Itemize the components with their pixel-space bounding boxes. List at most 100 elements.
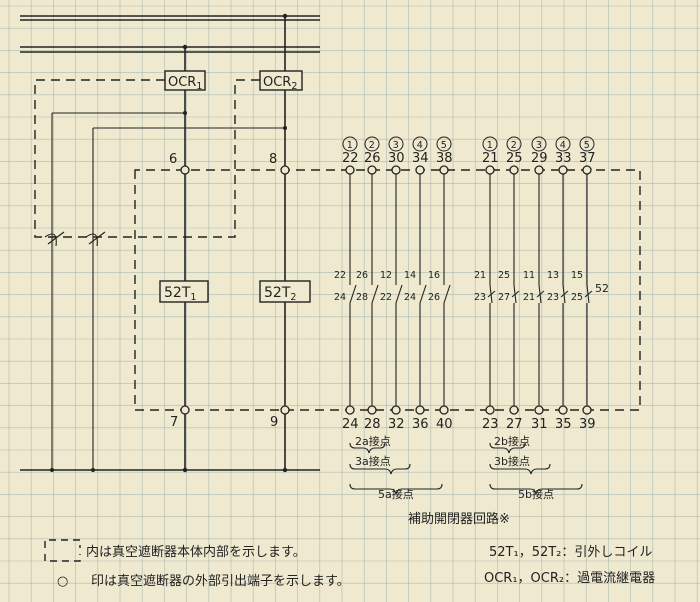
a-contact-top-terminal bbox=[415, 165, 425, 175]
b-contact-circle-2 bbox=[506, 136, 522, 152]
trip-coil-1-box: 52T1 bbox=[159, 280, 209, 303]
brace-2b-label: 2b接点 bbox=[494, 435, 530, 448]
b-contact-bottom-terminal bbox=[534, 405, 544, 415]
a-contact-top-terminal bbox=[367, 165, 377, 175]
a-contact-circle-number: 3 bbox=[393, 140, 399, 151]
svg-text:52T1: 52T1 bbox=[164, 285, 196, 303]
main-terminals: 6 8 7 9 bbox=[169, 152, 290, 430]
a-contact-lower-contact-label: 24 bbox=[334, 292, 346, 303]
b-contact-bottom-terminal bbox=[509, 405, 519, 415]
a-contact-bottom-terminal-label: 28 bbox=[364, 417, 381, 432]
b-contact-bottom-terminal-label: 27 bbox=[506, 417, 523, 432]
a-contact-contact bbox=[349, 284, 357, 304]
brace-3b-label: 3b接点 bbox=[494, 455, 530, 468]
b-contact-upper-contact-label: 25 bbox=[498, 270, 510, 281]
b-contact-circle-number: 4 bbox=[560, 140, 566, 151]
a-contact-bottom-terminal bbox=[345, 405, 355, 415]
b-contact-upper-contact-label: 11 bbox=[523, 270, 535, 281]
a-contact-contact bbox=[371, 284, 379, 304]
b-contact-lower-contact-label: 23 bbox=[474, 292, 486, 303]
b-contact-bottom-terminal-label: 39 bbox=[579, 417, 596, 432]
b-contact-top-terminal-label: 33 bbox=[555, 151, 572, 166]
b-contact-bottom-terminal bbox=[558, 405, 568, 415]
a-contact-top-terminal-label: 22 bbox=[342, 151, 359, 166]
b-contact-bottom-terminal bbox=[582, 405, 592, 415]
a-contact-circle-number: 1 bbox=[347, 140, 353, 151]
b-contact-upper-contact-label: 13 bbox=[547, 270, 559, 281]
a-contact-upper-contact-label: 14 bbox=[404, 270, 416, 281]
auxiliary-b-contacts: 1212123232252527273291121314331323355371… bbox=[474, 136, 596, 432]
b-contact-bottom-terminal bbox=[485, 405, 495, 415]
a-contact-upper-contact-label: 16 bbox=[428, 270, 440, 281]
b-contact-lower-contact-label: 27 bbox=[498, 292, 510, 303]
vcb-internal-boundary bbox=[34, 79, 641, 411]
aux-circuit-title: 補助開閉器回路※ bbox=[408, 511, 510, 527]
a-contact-top-terminal bbox=[391, 165, 401, 175]
a-contact-bottom-terminal-label: 36 bbox=[412, 417, 429, 432]
b-contact-upper-contact-label: 15 bbox=[571, 270, 583, 281]
brace-5a-label: 5a接点 bbox=[378, 488, 414, 501]
brace-3a-label: 3a接点 bbox=[355, 455, 391, 468]
terminal-8-label: 8 bbox=[269, 152, 277, 167]
b-contact-bottom-terminal-label: 31 bbox=[531, 417, 548, 432]
b-contact-circle-5 bbox=[579, 136, 595, 152]
a-contact-contact bbox=[443, 284, 451, 304]
terminal-9-label: 9 bbox=[270, 415, 278, 430]
legend-dashed-text: 内は真空遮断器本体内部を示します。 bbox=[86, 544, 306, 560]
a-contact-top-terminal-label: 26 bbox=[364, 151, 381, 166]
relay-contact-symbols bbox=[44, 231, 106, 247]
b-contact-top-terminal-label: 25 bbox=[506, 151, 523, 166]
svg-text:OCR1: OCR1 bbox=[168, 75, 202, 92]
main-circuit-wires bbox=[50, 13, 288, 473]
legend-circle-symbol: ○ bbox=[57, 574, 68, 589]
ocr1-relay-box: OCR1 bbox=[164, 70, 206, 92]
b-contact-circle-4 bbox=[555, 136, 571, 152]
b-contact-circle-number: 2 bbox=[511, 140, 517, 151]
a-contact-contact bbox=[419, 284, 427, 304]
a-contact-upper-contact-label: 22 bbox=[334, 270, 346, 281]
brace-2a-label: 2a接点 bbox=[355, 435, 391, 448]
b-contact-lower-contact-label: 25 bbox=[571, 292, 583, 303]
a-contact-top-terminal-label: 34 bbox=[412, 151, 429, 166]
svg-text:OCR2: OCR2 bbox=[263, 75, 297, 92]
a-contact-bottom-terminal-label: 32 bbox=[388, 417, 405, 432]
a-contact-bottom-terminal bbox=[439, 405, 449, 415]
terminal-7-label: 7 bbox=[170, 415, 178, 430]
a-contact-top-terminal-label: 30 bbox=[388, 151, 405, 166]
terminal-6-label: 6 bbox=[169, 152, 177, 167]
a-contact-upper-contact-label: 26 bbox=[356, 270, 368, 281]
supply-bus bbox=[20, 15, 320, 471]
b-contact-top-terminal bbox=[485, 165, 495, 175]
b-contact-circle-1 bbox=[482, 136, 498, 152]
b-contact-bottom-terminal-label: 23 bbox=[482, 417, 499, 432]
b-contact-top-terminal bbox=[534, 165, 544, 175]
a-contact-lower-contact-label: 24 bbox=[404, 292, 416, 303]
a-contact-circle-4 bbox=[412, 136, 428, 152]
b-contact-top-terminal bbox=[558, 165, 568, 175]
b-contact-circle-3 bbox=[531, 136, 547, 152]
b-contact-top-terminal bbox=[582, 165, 592, 175]
b-contact-lower-contact-label: 23 bbox=[547, 292, 559, 303]
b-contact-circle-number: 1 bbox=[487, 140, 493, 151]
b-contact-circle-number: 3 bbox=[536, 140, 542, 151]
b-contact-top-terminal-label: 29 bbox=[531, 151, 548, 166]
b-contact-top-terminal-label: 21 bbox=[482, 151, 499, 166]
a-contact-circle-2 bbox=[364, 136, 380, 152]
legend-coil-text: 52T₁，52T₂：引外しコイル bbox=[489, 545, 652, 560]
auxiliary-a-contacts: 1222224242262628283301222324341424365381… bbox=[334, 136, 453, 432]
a-contact-bottom-terminal-label: 24 bbox=[342, 417, 359, 432]
a-contact-circle-5 bbox=[436, 136, 452, 152]
a-contact-bottom-terminal bbox=[391, 405, 401, 415]
a-contact-circle-number: 2 bbox=[369, 140, 375, 151]
legend-ocr-text: OCR₁，OCR₂：過電流継電器 bbox=[484, 571, 655, 586]
a-contact-circle-3 bbox=[388, 136, 404, 152]
ocr2-relay-box: OCR2 bbox=[259, 70, 303, 92]
trip-coil-2-box: 52T2 bbox=[259, 280, 311, 303]
a-contact-top-terminal bbox=[439, 165, 449, 175]
a-contact-contact bbox=[395, 284, 403, 304]
b-contact-bottom-terminal-label: 35 bbox=[555, 417, 572, 432]
b-contact-circle-number: 5 bbox=[584, 140, 590, 151]
